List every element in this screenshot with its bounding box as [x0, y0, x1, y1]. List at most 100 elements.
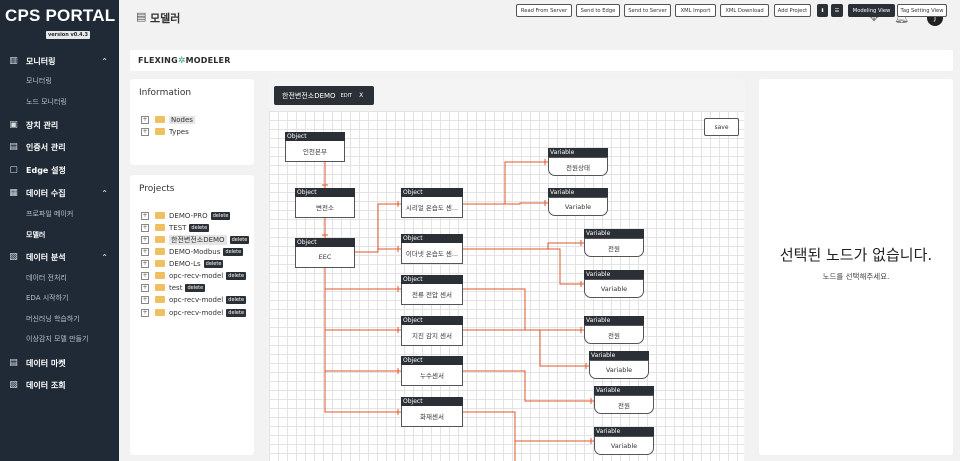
expand-icon[interactable]: +	[141, 295, 149, 304]
sidebar-item-certificate[interactable]: ▤ 인증서 관리	[9, 142, 66, 152]
folder-icon	[155, 236, 165, 243]
send-to-edge-button[interactable]: Send to Edge	[576, 4, 620, 17]
modeling-view-button[interactable]: Modeling View	[848, 4, 895, 17]
sidebar-subitem-profile-maker[interactable]: 프로파일 메이커	[26, 210, 74, 218]
send-to-server-button[interactable]: Send to Server	[624, 4, 671, 17]
expand-icon[interactable]: +	[141, 211, 149, 220]
chevron-up-icon: ⌃	[101, 188, 108, 198]
gear-icon: ✲	[177, 56, 186, 66]
sidebar-subitem-monitoring[interactable]: 모니터링	[26, 77, 52, 85]
market-icon: ▤	[9, 358, 18, 368]
sidebar-item-market[interactable]: ▤ 데이터 마켓	[9, 358, 66, 368]
expand-icon[interactable]: +	[141, 115, 149, 124]
flexing-modeler-logo: FLEXING✲MODELER	[138, 56, 231, 66]
expand-icon[interactable]: +	[141, 223, 149, 232]
xml-download-button[interactable]: XML Download	[720, 4, 769, 17]
object-node[interactable]: Object 전류 전압 센서	[401, 275, 463, 305]
close-icon[interactable]: X	[359, 92, 364, 99]
expand-icon[interactable]: +	[141, 283, 149, 292]
tab-edit-button[interactable]: EDIT	[340, 92, 353, 99]
delete-project-button[interactable]: delete	[229, 235, 250, 244]
certificate-icon: ▤	[9, 142, 18, 152]
sidebar-subitem-anomaly[interactable]: 이상감지 모델 만들기	[26, 335, 89, 343]
node-type-label: Variable	[584, 270, 644, 279]
tree-item-nodes[interactable]: + Nodes	[141, 115, 195, 124]
expand-icon[interactable]: +	[141, 259, 149, 268]
list-icon[interactable]: ☰	[831, 4, 843, 17]
folder-icon	[155, 309, 165, 316]
delete-project-button[interactable]: delete	[185, 283, 206, 292]
sidebar-subitem-modeler[interactable]: 모델러	[26, 231, 46, 239]
expand-icon[interactable]: +	[141, 127, 149, 136]
node-type-label: Object	[401, 275, 463, 284]
project-tab[interactable]: 한전변전소DEMO EDIT X	[274, 86, 374, 105]
expand-icon[interactable]: +	[141, 271, 149, 280]
projects-title: Projects	[139, 184, 175, 194]
model-canvas[interactable]	[269, 111, 744, 461]
sidebar-subitem-node-monitoring[interactable]: 노드 모니터링	[26, 98, 67, 106]
read-from-server-button[interactable]: Read From Server	[516, 4, 572, 17]
delete-project-button[interactable]: delete	[189, 223, 210, 232]
expand-icon[interactable]: +	[141, 235, 149, 244]
node-type-label: Object	[295, 238, 355, 247]
sidebar-item-device[interactable]: ▣ 장치 관리	[9, 120, 59, 130]
sidebar-item-analysis[interactable]: ▧ 데이터 분석 ⌃	[9, 252, 108, 262]
delete-project-button[interactable]: delete	[226, 295, 247, 304]
save-button[interactable]: save	[704, 118, 739, 136]
add-project-button[interactable]: Add Project	[774, 4, 811, 17]
delete-project-button[interactable]: delete	[226, 271, 247, 280]
brand-logo[interactable]: CPS PORTAL	[5, 6, 116, 25]
fullscreen-icon[interactable]: ✥	[869, 10, 880, 24]
detail-panel: 선택된 노드가 없습니다. 노드를 선택해주세요.	[759, 79, 953, 455]
sidebar-item-monitoring[interactable]: ▥ 모니터링 ⌃	[9, 56, 108, 66]
delete-project-button[interactable]: delete	[226, 308, 247, 317]
node-label: 전류 전압 센서	[411, 291, 452, 299]
collect-icon: ▦	[9, 188, 18, 198]
xml-import-button[interactable]: XML Import	[675, 4, 716, 17]
sidebar-item-edge[interactable]: ▢ Edge 설정	[9, 165, 66, 175]
download-icon[interactable]: ⬇	[817, 4, 828, 17]
node-type-label: Object	[285, 132, 345, 141]
expand-icon[interactable]: +	[141, 308, 149, 317]
expand-icon[interactable]: +	[141, 247, 149, 256]
sidebar-item-query[interactable]: ▨ 데이터 조회	[9, 380, 66, 390]
delete-project-button[interactable]: delete	[210, 211, 231, 220]
delete-project-button[interactable]: delete	[203, 259, 224, 268]
analysis-icon: ▧	[9, 252, 18, 262]
tag-setting-view-button[interactable]: Tag Setting View	[897, 4, 947, 17]
search-data-icon: ▨	[9, 380, 18, 390]
tree-item-types[interactable]: + Types	[141, 127, 189, 136]
sidebar-subitem-eda[interactable]: EDA 시작하기	[26, 294, 69, 302]
information-title: Information	[139, 88, 192, 98]
delete-project-button[interactable]: delete	[223, 247, 244, 256]
sidebar-subitem-ml[interactable]: 머신러닝 학습하기	[26, 315, 80, 323]
sidebar-subitem-preprocess[interactable]: 데이터 전처리	[26, 274, 67, 282]
sidebar-item-collect[interactable]: ▦ 데이터 수집 ⌃	[9, 188, 108, 198]
node-label: 전원	[584, 238, 644, 257]
